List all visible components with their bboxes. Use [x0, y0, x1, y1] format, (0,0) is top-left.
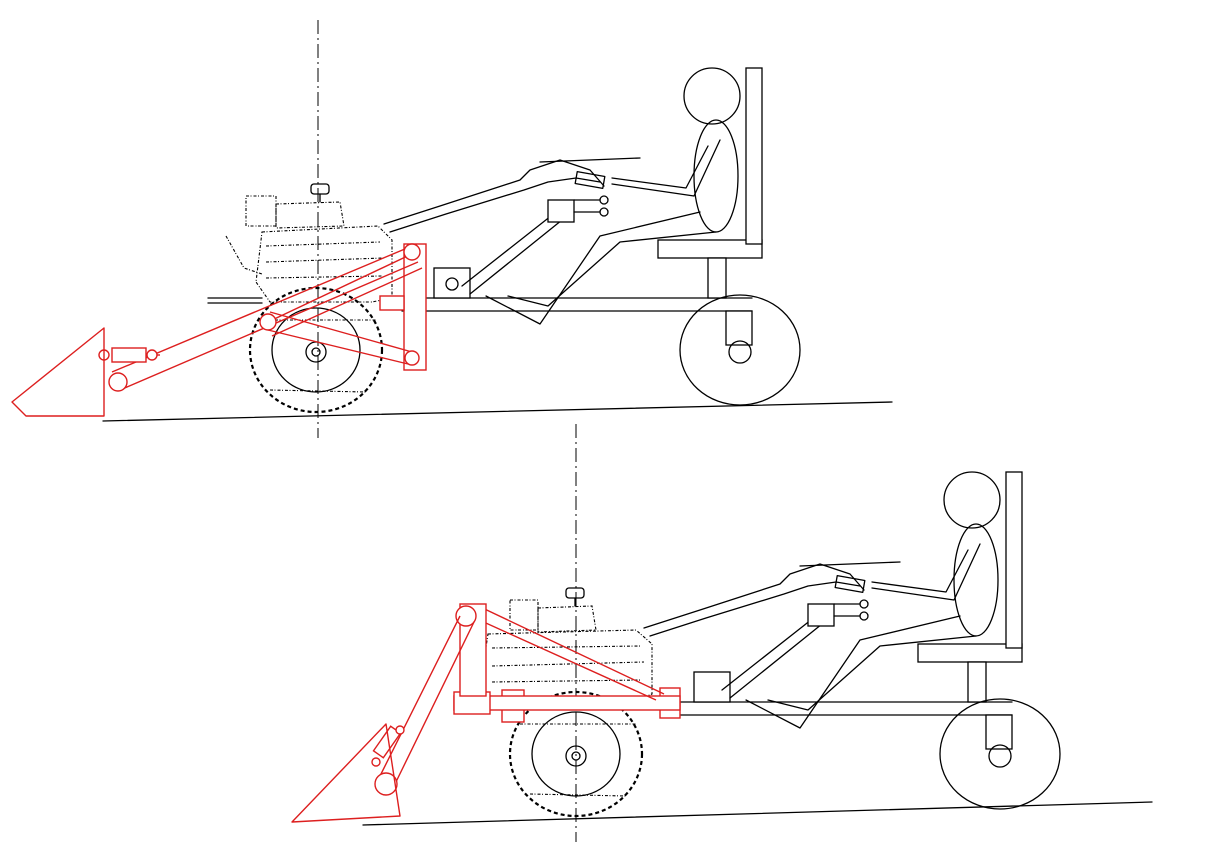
rear-wheel [679, 294, 801, 406]
view-raised-loader [11, 20, 893, 438]
walk-behind-tractor [479, 561, 901, 818]
loader-bucket [291, 723, 401, 823]
loader-pivot [108, 372, 128, 392]
front-loader-raised [11, 243, 427, 417]
loader-boom-lower [267, 311, 413, 365]
loader-pivot [374, 772, 398, 796]
walk-behind-tractor [207, 157, 641, 414]
rider [485, 67, 741, 325]
loader-boom-upper [465, 603, 665, 701]
rider-torso [693, 119, 739, 233]
fuel-tank [245, 195, 277, 227]
tilt-cylinder [111, 347, 147, 363]
sulky-frame [401, 67, 801, 406]
drive-wheel [248, 286, 384, 414]
loader-bucket [11, 327, 105, 417]
ground-line [362, 801, 1153, 826]
sulky-frame [661, 471, 1061, 810]
loader-arm-front [377, 615, 475, 787]
front-loader-lowered [291, 603, 681, 823]
rider-head [683, 67, 741, 125]
control-box [547, 199, 575, 223]
filler-cap [310, 183, 330, 195]
rider [745, 471, 1001, 729]
seat-back [745, 67, 763, 245]
view-lowered-loader [291, 424, 1153, 842]
ground-line [102, 401, 893, 422]
tractor-handlebars [383, 159, 605, 225]
